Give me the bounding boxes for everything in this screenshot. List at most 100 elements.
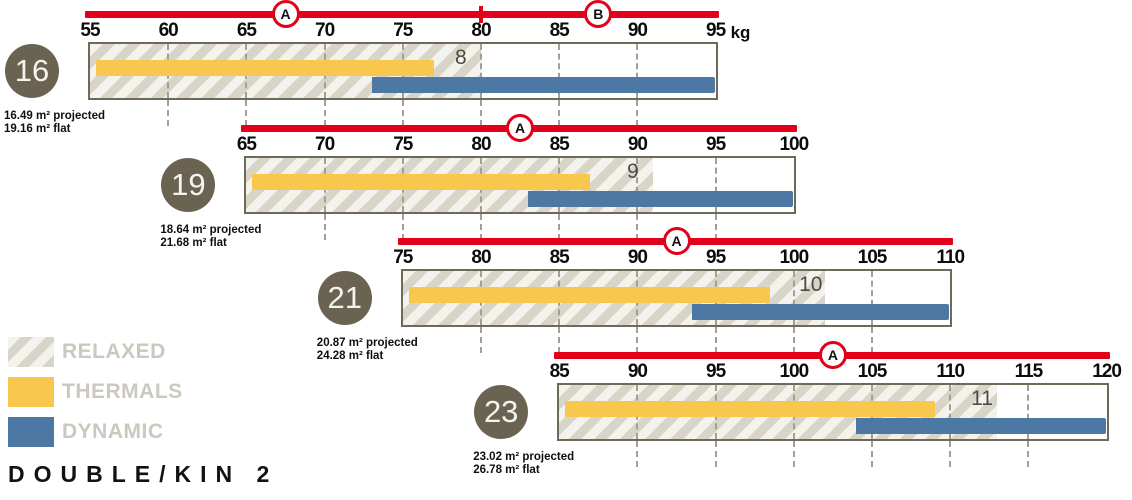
- dynamic-range-bar: [856, 418, 1106, 434]
- axis-tick-label: 100: [779, 361, 809, 382]
- axis-tick-label: 95: [706, 247, 726, 268]
- size-badge: 23: [474, 385, 529, 439]
- axis-tick-label: 80: [471, 247, 491, 268]
- axis-tick-label: 110: [936, 247, 965, 268]
- size-badge: 16: [5, 44, 59, 98]
- axis-tick-label: 100: [779, 134, 809, 155]
- gridline: [480, 100, 482, 126]
- area-projected-text: 18.64 m² projected: [160, 224, 262, 236]
- relaxed-max-label: 8: [455, 46, 467, 69]
- axis-tick-label: 120: [1092, 361, 1122, 382]
- thermals-swatch-icon: [8, 377, 54, 407]
- weight-range-box: 8: [88, 42, 718, 100]
- area-projected-text: 20.87 m² projected: [316, 337, 418, 349]
- gridline: [558, 100, 561, 126]
- area-flat-text: 19.16 m² flat: [4, 123, 71, 135]
- axis-tick-label: 90: [627, 247, 648, 268]
- axis-tick-label: 95: [706, 20, 726, 41]
- thermals-range-bar: [96, 60, 435, 76]
- axis-tick-label: 75: [393, 134, 413, 155]
- gridline: [792, 441, 795, 467]
- axis-tick-label: 55: [80, 20, 100, 41]
- axis-tick-label: 85: [549, 247, 570, 268]
- axis-tick-label: 90: [627, 134, 648, 155]
- relaxed-swatch-icon: [8, 337, 54, 367]
- axis-tick-label: 115: [1014, 361, 1044, 382]
- legend-label: RELAXED: [62, 340, 166, 363]
- axis-tick-label: 65: [236, 134, 257, 155]
- area-projected-text: 16.49 m² projected: [4, 110, 105, 122]
- axis-tick-label: 60: [158, 20, 179, 41]
- weight-range-box: 10: [400, 269, 953, 327]
- gridline: [480, 44, 482, 98]
- gridline: [323, 100, 326, 126]
- axis-unit-label: kg: [730, 23, 751, 42]
- thermals-range-bar: [565, 401, 935, 417]
- relaxed-max-label: 11: [971, 387, 993, 410]
- gridline: [871, 441, 873, 467]
- certification-A-marker: A: [662, 227, 691, 255]
- axis-tick-label: 100: [779, 247, 809, 268]
- axis-tick-label: 105: [857, 361, 888, 382]
- area-flat-text: 21.68 m² flat: [160, 237, 227, 249]
- certification-B-marker: B: [584, 0, 613, 28]
- gridline: [714, 214, 717, 240]
- gridline: [558, 214, 561, 240]
- axis-tick-label: 90: [627, 20, 648, 41]
- dynamic-swatch-icon: [8, 417, 54, 447]
- relaxed-max-label: 9: [627, 160, 639, 183]
- axis-tick-label: 65: [236, 20, 257, 41]
- gridline: [401, 100, 404, 126]
- gridline: [714, 158, 717, 212]
- gridline: [636, 158, 639, 212]
- axis-tick-label: 85: [549, 20, 570, 41]
- gridline: [714, 441, 717, 467]
- size-badge: 19: [161, 158, 216, 212]
- weight-range-box: 11: [557, 383, 1109, 441]
- certification-A-marker: A: [271, 0, 300, 28]
- axis-tick-label: 95: [706, 134, 726, 155]
- gridline: [871, 327, 873, 353]
- gridline: [636, 441, 639, 467]
- area-projected-text: 23.02 m² projected: [473, 451, 575, 463]
- dynamic-range-bar: [527, 191, 793, 207]
- gridline: [167, 100, 170, 126]
- axis-tick-label: 70: [315, 134, 335, 155]
- thermals-range-bar: [252, 174, 591, 190]
- gridline: [558, 327, 561, 353]
- area-flat-text: 26.78 m² flat: [473, 464, 540, 476]
- legend-label: DYNAMIC: [62, 420, 164, 443]
- gridline: [949, 385, 952, 439]
- brand-logo: DOUBLE/KIN 2: [8, 461, 279, 487]
- size-badge: 21: [317, 271, 372, 325]
- axis-tick-label: 105: [857, 247, 888, 268]
- gridline: [480, 327, 482, 353]
- gridline: [636, 44, 639, 98]
- certification-A-marker: A: [506, 114, 535, 142]
- gridline: [792, 327, 795, 353]
- gridline: [636, 327, 639, 353]
- axis-tick-label: 110: [936, 361, 965, 382]
- gridline: [323, 214, 326, 240]
- gridline: [401, 214, 404, 240]
- thermals-range-bar: [408, 287, 771, 303]
- certification-A-marker: A: [818, 341, 847, 369]
- axis-tick-label: 80: [471, 20, 491, 41]
- weight-range-box: 9: [244, 156, 796, 214]
- dynamic-range-bar: [371, 77, 715, 93]
- axis-tick-label: 85: [549, 361, 570, 382]
- certification-line: [85, 11, 719, 18]
- gridline: [1027, 441, 1030, 467]
- axis-tick-label: 70: [315, 20, 335, 41]
- axis-tick-label: 95: [706, 361, 726, 382]
- gridline: [480, 214, 482, 240]
- axis-tick-label: 90: [627, 361, 648, 382]
- gridline: [714, 327, 717, 353]
- area-flat-text: 24.28 m² flat: [316, 350, 384, 362]
- dynamic-range-bar: [692, 304, 950, 320]
- axis-tick-label: 80: [471, 134, 491, 155]
